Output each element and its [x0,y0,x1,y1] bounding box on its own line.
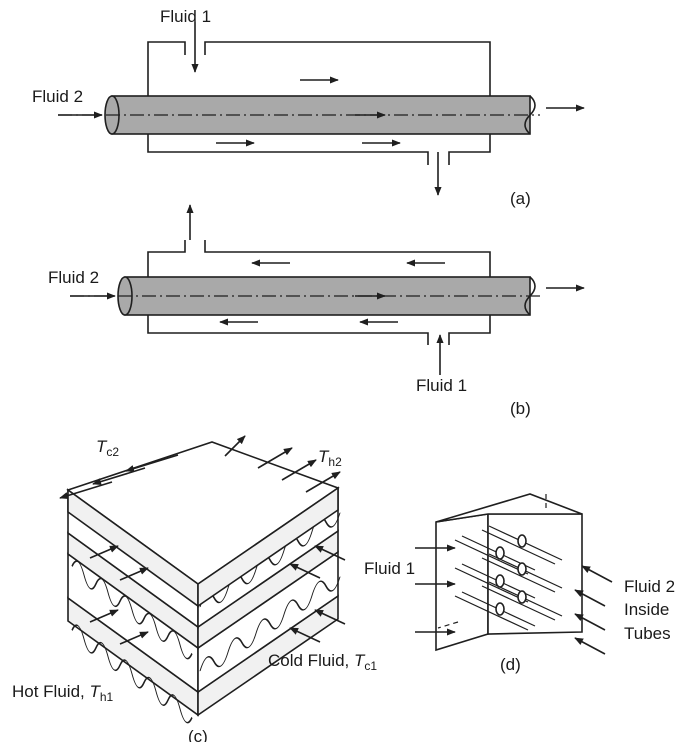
panel-c-cold-fluid-label: Cold Fluid, Tc1 [268,651,377,673]
panel-b-counter-flow: Fluid 2 Fluid 1 (b) [48,204,585,418]
panel-a-parallel-flow: Fluid 1 Fluid 2 (a) [32,7,585,208]
panel-d-cube-left-face [435,513,489,652]
panel-c-cold-outlet-arrow [92,467,146,486]
panel-a-fluid1-label: Fluid 1 [160,7,211,26]
panel-c-lower-fins-front [71,624,193,724]
panel-d-tubes-label: Tubes [624,624,671,643]
panel-c-lower-fins-side [199,576,341,672]
panel-c-hot-outlet-arrow [305,471,341,493]
panel-d-cube-top-face [435,493,583,523]
panel-d-tube-end [495,574,505,588]
panel-d-fluid2-arrow [574,637,606,655]
panel-d-tube-bank: Fluid 1 Fluid 2 Inside Tubes (d) [364,493,675,674]
panel-c-th2-label: Th2 [318,447,342,469]
panel-c-hot-outlet-arrow [257,447,293,469]
panel-c-caption: (c) [188,727,208,742]
panel-b-caption: (b) [510,399,531,418]
panel-d-tube-end [517,534,527,548]
panel-c-hot-inlet-arrow [89,609,119,623]
panel-c-upper-fins-front [71,560,193,660]
panel-d-tube-end [495,602,505,616]
panel-c-plate-fin: Tc2 Th2 Hot Fluid, Th1 Cold Fluid, Tc1 (… [12,435,377,742]
panel-c-cold-inlet-arrow [314,545,346,561]
panel-d-fluid2-arrow [574,589,606,607]
panel-a-caption: (a) [510,189,531,208]
panel-c-hot-outlet-arrow [224,435,246,457]
panel-c-cold-inlet-arrow [314,609,346,625]
panel-d-hidden-edge [437,621,459,629]
panel-c-cold-outlet-arrow [125,454,179,473]
panel-c-hot-outlet-arrow [281,459,317,481]
panel-c-cold-inlet-arrow [289,563,321,579]
panel-c-cold-inlet-arrow [289,627,321,643]
panel-d-tube-end [517,562,527,576]
panel-d-fluid1-label: Fluid 1 [364,559,415,578]
panel-c-cold-outlet-arrow [59,481,113,500]
panel-c-tc2-label: Tc2 [96,437,119,459]
panel-d-tube-end [495,546,505,560]
panel-b-fluid2-label: Fluid 2 [48,268,99,287]
panel-d-tube-end [517,590,527,604]
panel-c-hot-inlet-arrow [89,545,119,559]
panel-c-top-slab-side [197,486,339,608]
panel-d-caption: (d) [500,655,521,674]
panel-d-fluid2-arrow [574,613,606,631]
panel-d-fluid2-label: Fluid 2 [624,577,675,596]
panel-a-fluid2-label: Fluid 2 [32,87,83,106]
panel-c-hot-inlet-arrow [119,631,149,645]
panel-d-inside-label: Inside [624,600,669,619]
panel-c-hot-fluid-label: Hot Fluid, Th1 [12,682,114,704]
panel-d-fluid2-arrow [581,565,613,583]
panel-a-tube-end-right [524,95,536,135]
panel-b-fluid1-label: Fluid 1 [416,376,467,395]
panel-c-hot-inlet-arrow [119,567,149,581]
